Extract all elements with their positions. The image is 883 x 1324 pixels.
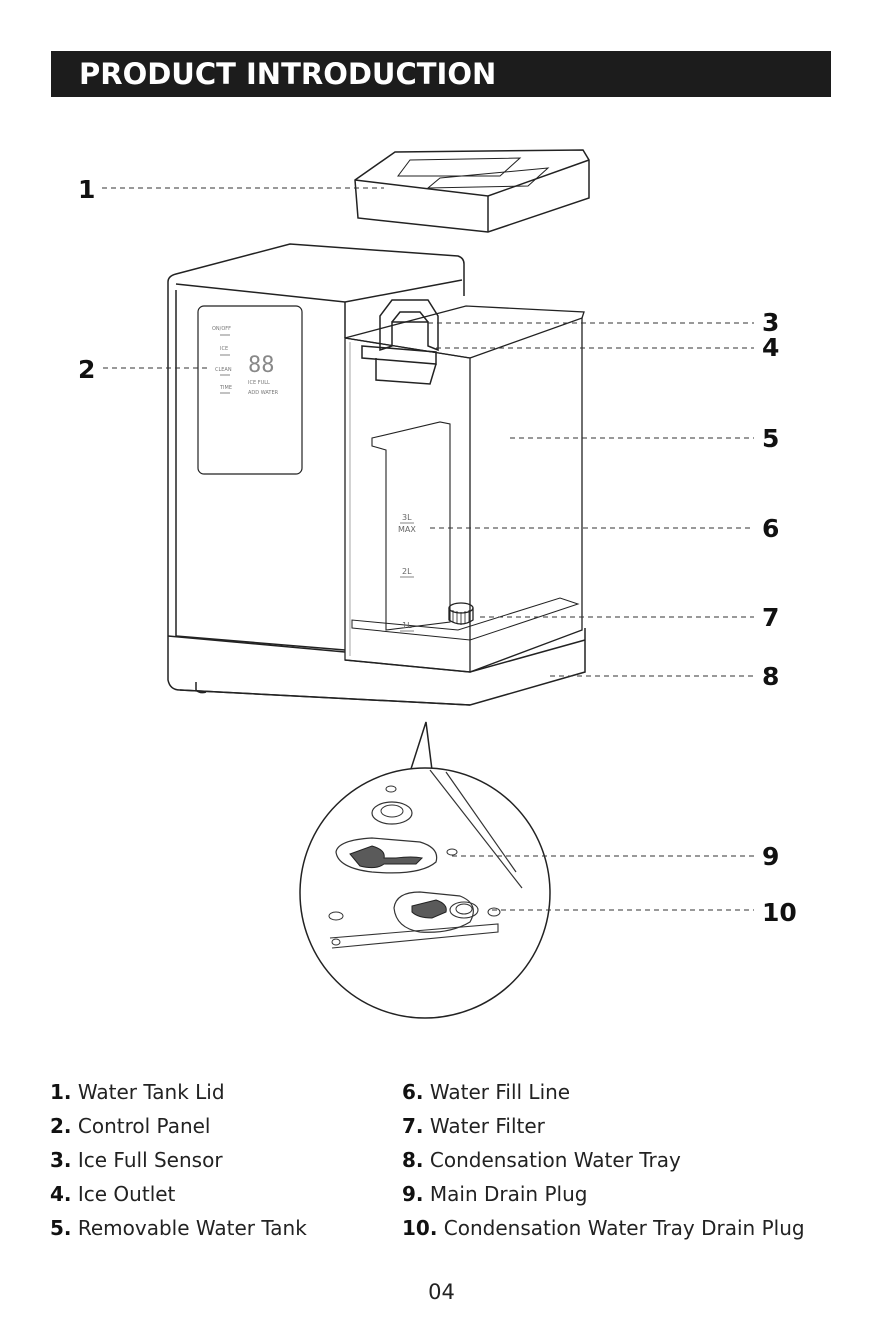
- ice-maker-body: [167, 243, 586, 706]
- legend-item: 4. Ice Outlet: [50, 1182, 176, 1206]
- removable-water-tank: [344, 305, 585, 673]
- leader-lines: [102, 187, 754, 911]
- callout-3: 3: [762, 308, 779, 337]
- legend-item: 3. Ice Full Sensor: [50, 1148, 223, 1172]
- panel-button-time: TIME: [219, 385, 232, 391]
- page-header: PRODUCT INTRODUCTION: [51, 51, 831, 97]
- scale-1l: 1L: [402, 621, 412, 630]
- legend-item: 5. Removable Water Tank: [50, 1216, 307, 1240]
- water-fill-scale: 3L MAX 2L 1L: [398, 513, 416, 632]
- water-filter: [448, 602, 474, 625]
- callout-10: 10: [762, 898, 797, 927]
- indicator-ice-full: ICE FULL: [248, 380, 270, 386]
- legend-item: 2. Control Panel: [50, 1114, 211, 1138]
- callout-9: 9: [762, 842, 779, 871]
- legend-item: 10. Condensation Water Tray Drain Plug: [402, 1216, 805, 1240]
- legend-left: 1. Water Tank Lid 2. Control Panel 3. Ic…: [50, 1075, 307, 1245]
- callout-4: 4: [762, 333, 779, 362]
- callout-1: 1: [78, 175, 95, 204]
- scale-2l: 2L: [402, 567, 412, 576]
- scale-max: MAX: [398, 525, 416, 534]
- indicator-add-water: ADD WATER: [248, 390, 279, 396]
- legend-item: 6. Water Fill Line: [402, 1080, 571, 1104]
- callout-8: 8: [762, 662, 779, 691]
- callout-7: 7: [762, 603, 779, 632]
- control-panel: ON/OFF ICE CLEAN TIME 88 ICE FULL ADD WA…: [212, 326, 279, 396]
- main-drain-plug: [335, 837, 438, 874]
- scale-3l: 3L: [402, 513, 412, 522]
- legend-item: 1. Water Tank Lid: [50, 1080, 225, 1104]
- callout-6: 6: [762, 514, 779, 543]
- legend-item: 8. Condensation Water Tray: [402, 1148, 681, 1172]
- page-number: 04: [428, 1280, 455, 1304]
- legend-item: 7. Water Filter: [402, 1114, 545, 1138]
- panel-display: 88: [248, 353, 275, 378]
- legend-item: 9. Main Drain Plug: [402, 1182, 588, 1206]
- panel-button-clean: CLEAN: [215, 367, 232, 373]
- page-title: PRODUCT INTRODUCTION: [79, 57, 497, 91]
- callout-2: 2: [78, 355, 95, 384]
- water-tank-lid: [354, 149, 590, 233]
- callout-5: 5: [762, 424, 779, 453]
- panel-button-onoff: ON/OFF: [212, 326, 231, 332]
- zoom-detail: [299, 767, 551, 1019]
- condensation-tray-drain-plug: [393, 891, 474, 933]
- panel-button-ice: ICE: [220, 346, 228, 352]
- zoom-pointer: [409, 721, 433, 773]
- legend-right: 6. Water Fill Line 7. Water Filter 8. Co…: [402, 1075, 805, 1245]
- callout-numbers: 1 2 3 4 5 6 7 8 9 10: [78, 175, 797, 927]
